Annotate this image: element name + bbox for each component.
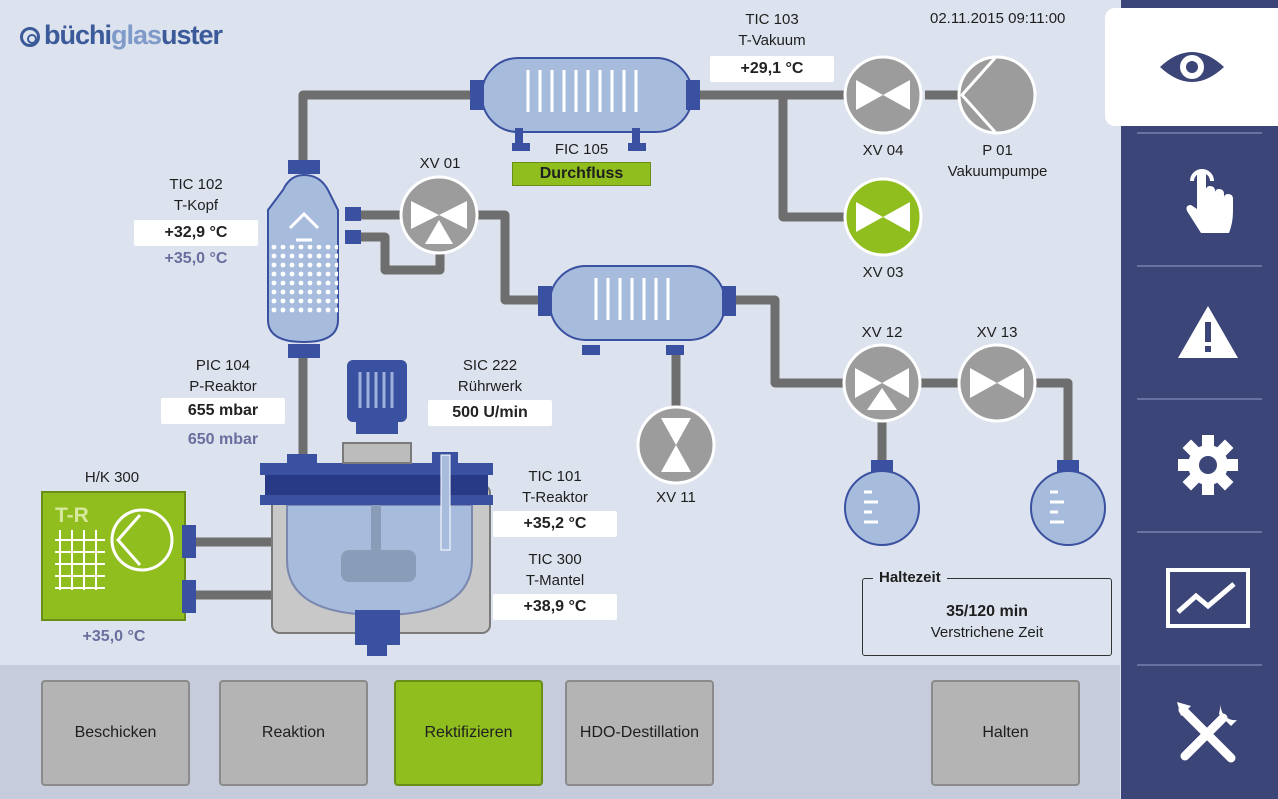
xv11-label: XV 11 xyxy=(656,489,696,506)
valve-xv03 xyxy=(843,177,923,257)
column-head xyxy=(267,160,361,358)
tic103-tag: TIC 103 xyxy=(745,11,799,28)
sic222-tag: SIC 222 xyxy=(462,357,518,374)
tic300-tag: TIC 300 xyxy=(528,551,582,568)
pump-tag: P 01 xyxy=(982,142,1013,159)
fic105-status[interactable]: Durchfluss xyxy=(512,162,651,186)
xv04-label: XV 04 xyxy=(862,142,904,159)
receiver-flask-1 xyxy=(844,460,920,546)
haltezeit-panel: Haltezeit 35/120 min Verstrichene Zeit xyxy=(862,569,1112,656)
tic101-tag: TIC 101 xyxy=(528,468,582,485)
xv03-label: XV 03 xyxy=(862,264,904,281)
pic104-name: P-Reaktor xyxy=(189,378,257,395)
pic104-setpoint[interactable]: 650 mbar xyxy=(187,431,259,448)
warning-icon xyxy=(1177,306,1238,358)
fic105-tag: FIC 105 xyxy=(554,141,609,158)
tic300-value[interactable]: +38,9 °C xyxy=(493,594,617,620)
valve-xv13 xyxy=(957,343,1037,423)
haltezeit-time: 35/120 min xyxy=(946,603,1028,620)
haltezeit-subtitle: Verstrichene Zeit xyxy=(930,624,1044,641)
sidebar-item-view[interactable] xyxy=(1105,8,1278,126)
process-diagram xyxy=(41,55,1106,656)
xv12-label: XV 12 xyxy=(861,324,903,341)
sidebar xyxy=(1105,0,1278,799)
condenser-middle xyxy=(538,265,736,355)
sidebar-divider xyxy=(1137,132,1262,134)
tic103-name: T-Vakuum xyxy=(738,32,806,49)
condenser-top xyxy=(470,57,700,151)
step-beschicken-button[interactable]: Beschicken xyxy=(41,680,190,786)
step-rektifizieren-button[interactable]: Rektifizieren xyxy=(394,680,543,786)
hk300-setpoint[interactable]: +35,0 °C xyxy=(82,628,146,645)
hk300-unit xyxy=(41,491,196,621)
datetime: 02.11.2015 09:11:00 xyxy=(930,10,1066,27)
sidebar-item-service[interactable] xyxy=(1137,674,1278,792)
hk300-unit-label: T-R xyxy=(55,504,89,527)
tic102-value[interactable]: +32,9 °C xyxy=(134,220,258,246)
haltezeit-title: Haltezeit xyxy=(873,569,947,586)
valve-xv11 xyxy=(636,405,716,485)
touch-hand-icon xyxy=(1186,169,1233,233)
reactor xyxy=(260,360,493,656)
tic101-name: T-Reaktor xyxy=(522,489,588,506)
tic300-name: T-Mantel xyxy=(525,572,585,589)
sidebar-item-trends[interactable] xyxy=(1137,539,1278,657)
sidebar-divider xyxy=(1137,531,1262,533)
pic104-tag: PIC 104 xyxy=(195,357,251,374)
sidebar-item-manual[interactable] xyxy=(1137,140,1278,258)
sic222-value[interactable]: 500 U/min xyxy=(428,400,552,426)
sidebar-divider xyxy=(1137,664,1262,666)
pic104-value[interactable]: 655 mbar xyxy=(161,398,285,424)
pump-p01 xyxy=(957,55,1037,135)
pump-name: Vakuumpumpe xyxy=(947,163,1048,180)
pipes xyxy=(190,90,1073,600)
tic101-value[interactable]: +35,2 °C xyxy=(493,511,617,537)
sidebar-item-settings[interactable] xyxy=(1137,406,1278,524)
sic222-name: Rührwerk xyxy=(457,378,523,395)
eye-icon xyxy=(1159,52,1224,82)
sidebar-divider xyxy=(1137,398,1262,400)
tic102-name: T-Kopf xyxy=(173,197,219,214)
tic103-value[interactable]: +29,1 °C xyxy=(710,56,834,82)
sidebar-item-alarms[interactable] xyxy=(1137,273,1278,391)
xv01-label: XV 01 xyxy=(419,155,461,172)
step-halten-button[interactable]: Halten xyxy=(931,680,1080,786)
valve-xv12 xyxy=(842,343,922,423)
tools-icon xyxy=(1176,702,1237,763)
company-logo: büchiglasuster xyxy=(20,20,223,51)
valve-xv04 xyxy=(843,55,923,135)
xv13-label: XV 13 xyxy=(976,324,1018,341)
step-reaktion-button[interactable]: Reaktion xyxy=(219,680,368,786)
sidebar-divider xyxy=(1137,265,1262,267)
tic102-tag: TIC 102 xyxy=(169,176,223,193)
valve-xv01 xyxy=(399,175,479,255)
tic102-setpoint[interactable]: +35,0 °C xyxy=(164,250,228,267)
hk300-tag: H/K 300 xyxy=(84,469,140,486)
receiver-flask-2 xyxy=(1030,460,1106,546)
gear-icon xyxy=(1177,435,1238,495)
step-hdo-destillation-button[interactable]: HDO-Destillation xyxy=(565,680,714,786)
trend-chart-icon xyxy=(1165,568,1250,628)
